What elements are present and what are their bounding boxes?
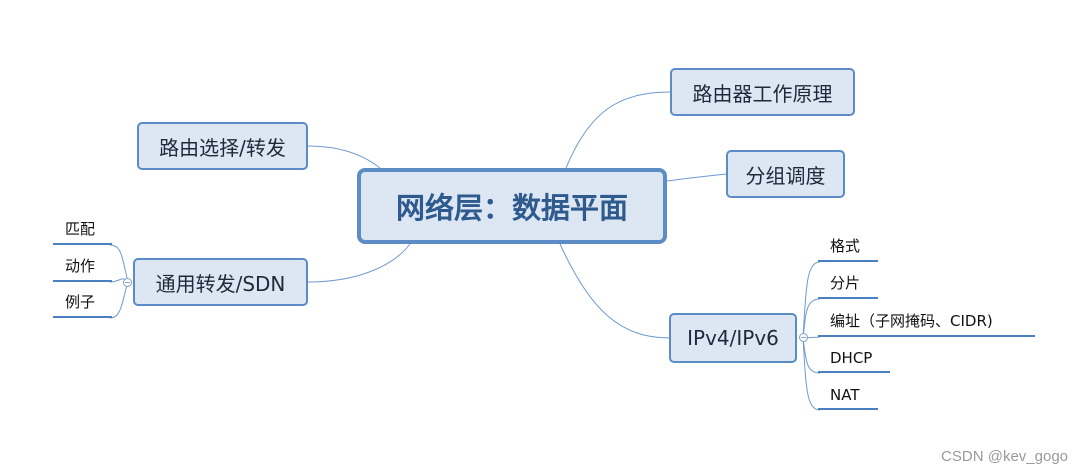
node-route-select-label: 路由选择/转发 [159, 135, 286, 160]
node-router-principle-label: 路由器工作原理 [692, 81, 833, 106]
connector-route-select [307, 145, 381, 169]
node-route-select[interactable]: 路由选择/转发 [137, 122, 308, 170]
connector-scheduling [666, 173, 728, 182]
node-generic-forward-label: 通用转发/SDN [155, 271, 286, 296]
node-ipv4-ipv6-label: IPv4/IPv6 [687, 326, 779, 350]
collapse-toggle-sdn[interactable]: − [123, 278, 132, 287]
leaf-ipv4-addressing[interactable]: 编址（子网掩码、CIDR) [818, 311, 1035, 337]
leaf-ipv4-format[interactable]: 格式 [818, 236, 878, 262]
node-router-principle[interactable]: 路由器工作原理 [670, 68, 855, 116]
leaf-sdn-example[interactable]: 例子 [53, 292, 112, 318]
central-topic-label: 网络层：数据平面 [395, 191, 628, 225]
leaf-ipv4-dhcp-label: DHCP [830, 349, 873, 367]
connector-sdn-example [109, 281, 129, 319]
leaf-ipv4-fragment[interactable]: 分片 [818, 273, 878, 299]
leaf-ipv4-addressing-label: 编址（子网掩码、CIDR) [830, 312, 993, 330]
connector-ipv4 [559, 243, 671, 339]
connector-ipv4-format [802, 261, 821, 339]
leaf-ipv4-format-label: 格式 [830, 237, 861, 255]
leaf-sdn-match[interactable]: 匹配 [53, 219, 112, 245]
leaf-sdn-action-label: 动作 [65, 257, 96, 275]
node-scheduling-label: 分组调度 [745, 163, 826, 188]
leaf-ipv4-nat-label: NAT [830, 386, 860, 404]
central-topic[interactable]: 网络层：数据平面 [357, 168, 667, 244]
leaf-sdn-match-label: 匹配 [65, 220, 96, 238]
leaf-ipv4-fragment-label: 分片 [830, 274, 861, 292]
connector-ipv4-nat [802, 337, 821, 411]
node-scheduling[interactable]: 分组调度 [726, 150, 845, 198]
node-generic-forward[interactable]: 通用转发/SDN [133, 258, 308, 306]
connector-generic-forward [307, 243, 411, 283]
watermark: CSDN @kev_gogo [941, 448, 1068, 465]
connector-router-principle [565, 91, 672, 169]
leaf-ipv4-dhcp[interactable]: DHCP [818, 347, 890, 373]
collapse-toggle-ipv4[interactable]: − [799, 333, 808, 342]
leaf-ipv4-nat[interactable]: NAT [818, 384, 878, 410]
connector-sdn-match [109, 244, 129, 283]
leaf-sdn-example-label: 例子 [65, 293, 96, 311]
leaf-sdn-action[interactable]: 动作 [53, 256, 112, 282]
connector-ipv4-fragment [802, 298, 821, 339]
node-ipv4-ipv6[interactable]: IPv4/IPv6 [669, 313, 797, 363]
